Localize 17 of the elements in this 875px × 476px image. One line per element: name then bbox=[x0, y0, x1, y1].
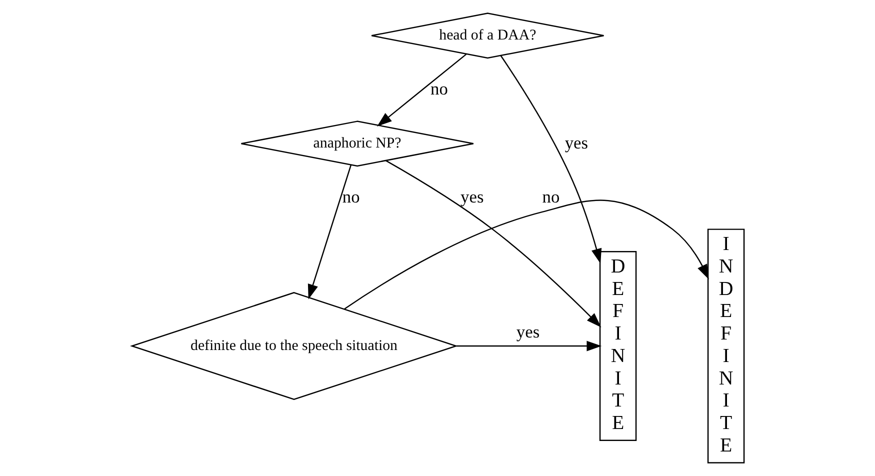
node-box: I N D E F I N I T E bbox=[706, 228, 744, 464]
arrow bbox=[307, 164, 352, 300]
arrow bbox=[500, 55, 602, 264]
arrow bbox=[384, 160, 601, 328]
arrow bbox=[344, 200, 708, 310]
node-box: D E F I N I T E bbox=[598, 251, 636, 441]
edge-label: yes bbox=[460, 187, 484, 206]
arrow bbox=[376, 54, 466, 126]
arrow bbox=[456, 340, 602, 352]
node-diamond: head of a DAA? bbox=[370, 12, 604, 59]
edge-label: yes bbox=[516, 322, 540, 342]
node-diamond: anaphoric NP? bbox=[240, 120, 474, 167]
edge-label: no bbox=[542, 187, 560, 206]
edge-label: no bbox=[430, 79, 448, 98]
edge-label: yes bbox=[564, 133, 588, 152]
edge-label: no bbox=[342, 187, 360, 206]
node-diamond: definite due to the speech situation bbox=[129, 292, 458, 400]
